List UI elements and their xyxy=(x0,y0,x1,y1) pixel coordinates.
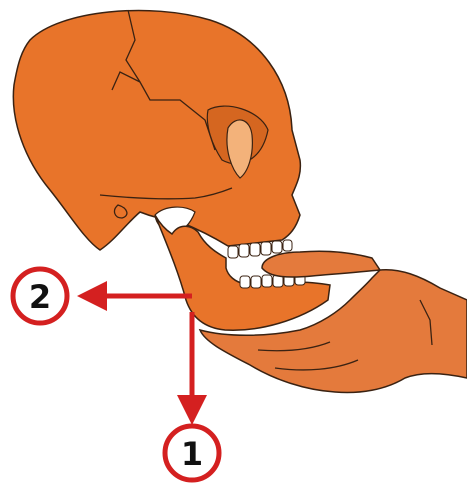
marker-2: 2 xyxy=(13,269,67,323)
marker-1: 1 xyxy=(165,426,219,480)
marker-2-label: 2 xyxy=(29,278,51,316)
marker-1-label: 1 xyxy=(181,435,203,473)
thumb xyxy=(262,251,380,277)
